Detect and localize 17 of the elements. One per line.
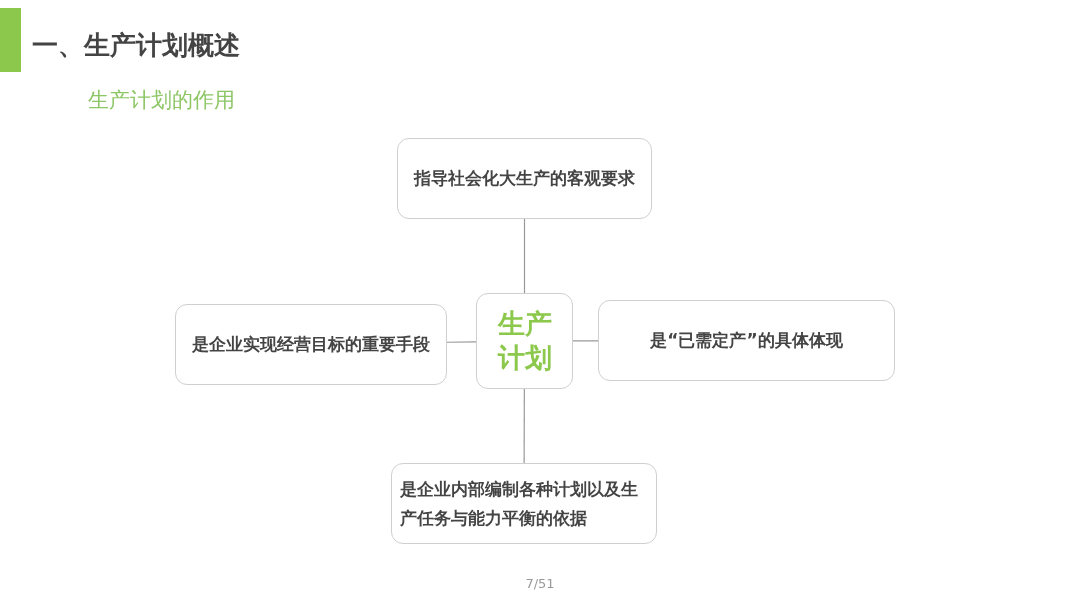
rounded-box (175, 304, 447, 385)
center-box (476, 293, 573, 389)
node-text: 指导社会化大生产的客观要求 (414, 167, 635, 191)
connector-line (572, 340, 599, 342)
node-text: 生产计划 (496, 307, 553, 375)
connector-line (446, 341, 477, 343)
page-number: 7/51 (524, 576, 556, 591)
connector-line (523, 388, 525, 464)
rounded-box (397, 138, 652, 219)
node-text: 是企业内部编制各种计划以及生产任务与能力平衡的依据 (399, 477, 639, 530)
slide-title: 一、生产计划概述 (32, 29, 240, 62)
node-text: 是“已需定产”的具体体现 (650, 329, 843, 353)
rounded-box (391, 463, 657, 544)
subtitle: 生产计划的作用 (88, 87, 235, 114)
node-text: 是企业实现经营目标的重要手段 (192, 333, 430, 357)
rounded-box (598, 300, 895, 381)
connector-line (523, 218, 526, 294)
